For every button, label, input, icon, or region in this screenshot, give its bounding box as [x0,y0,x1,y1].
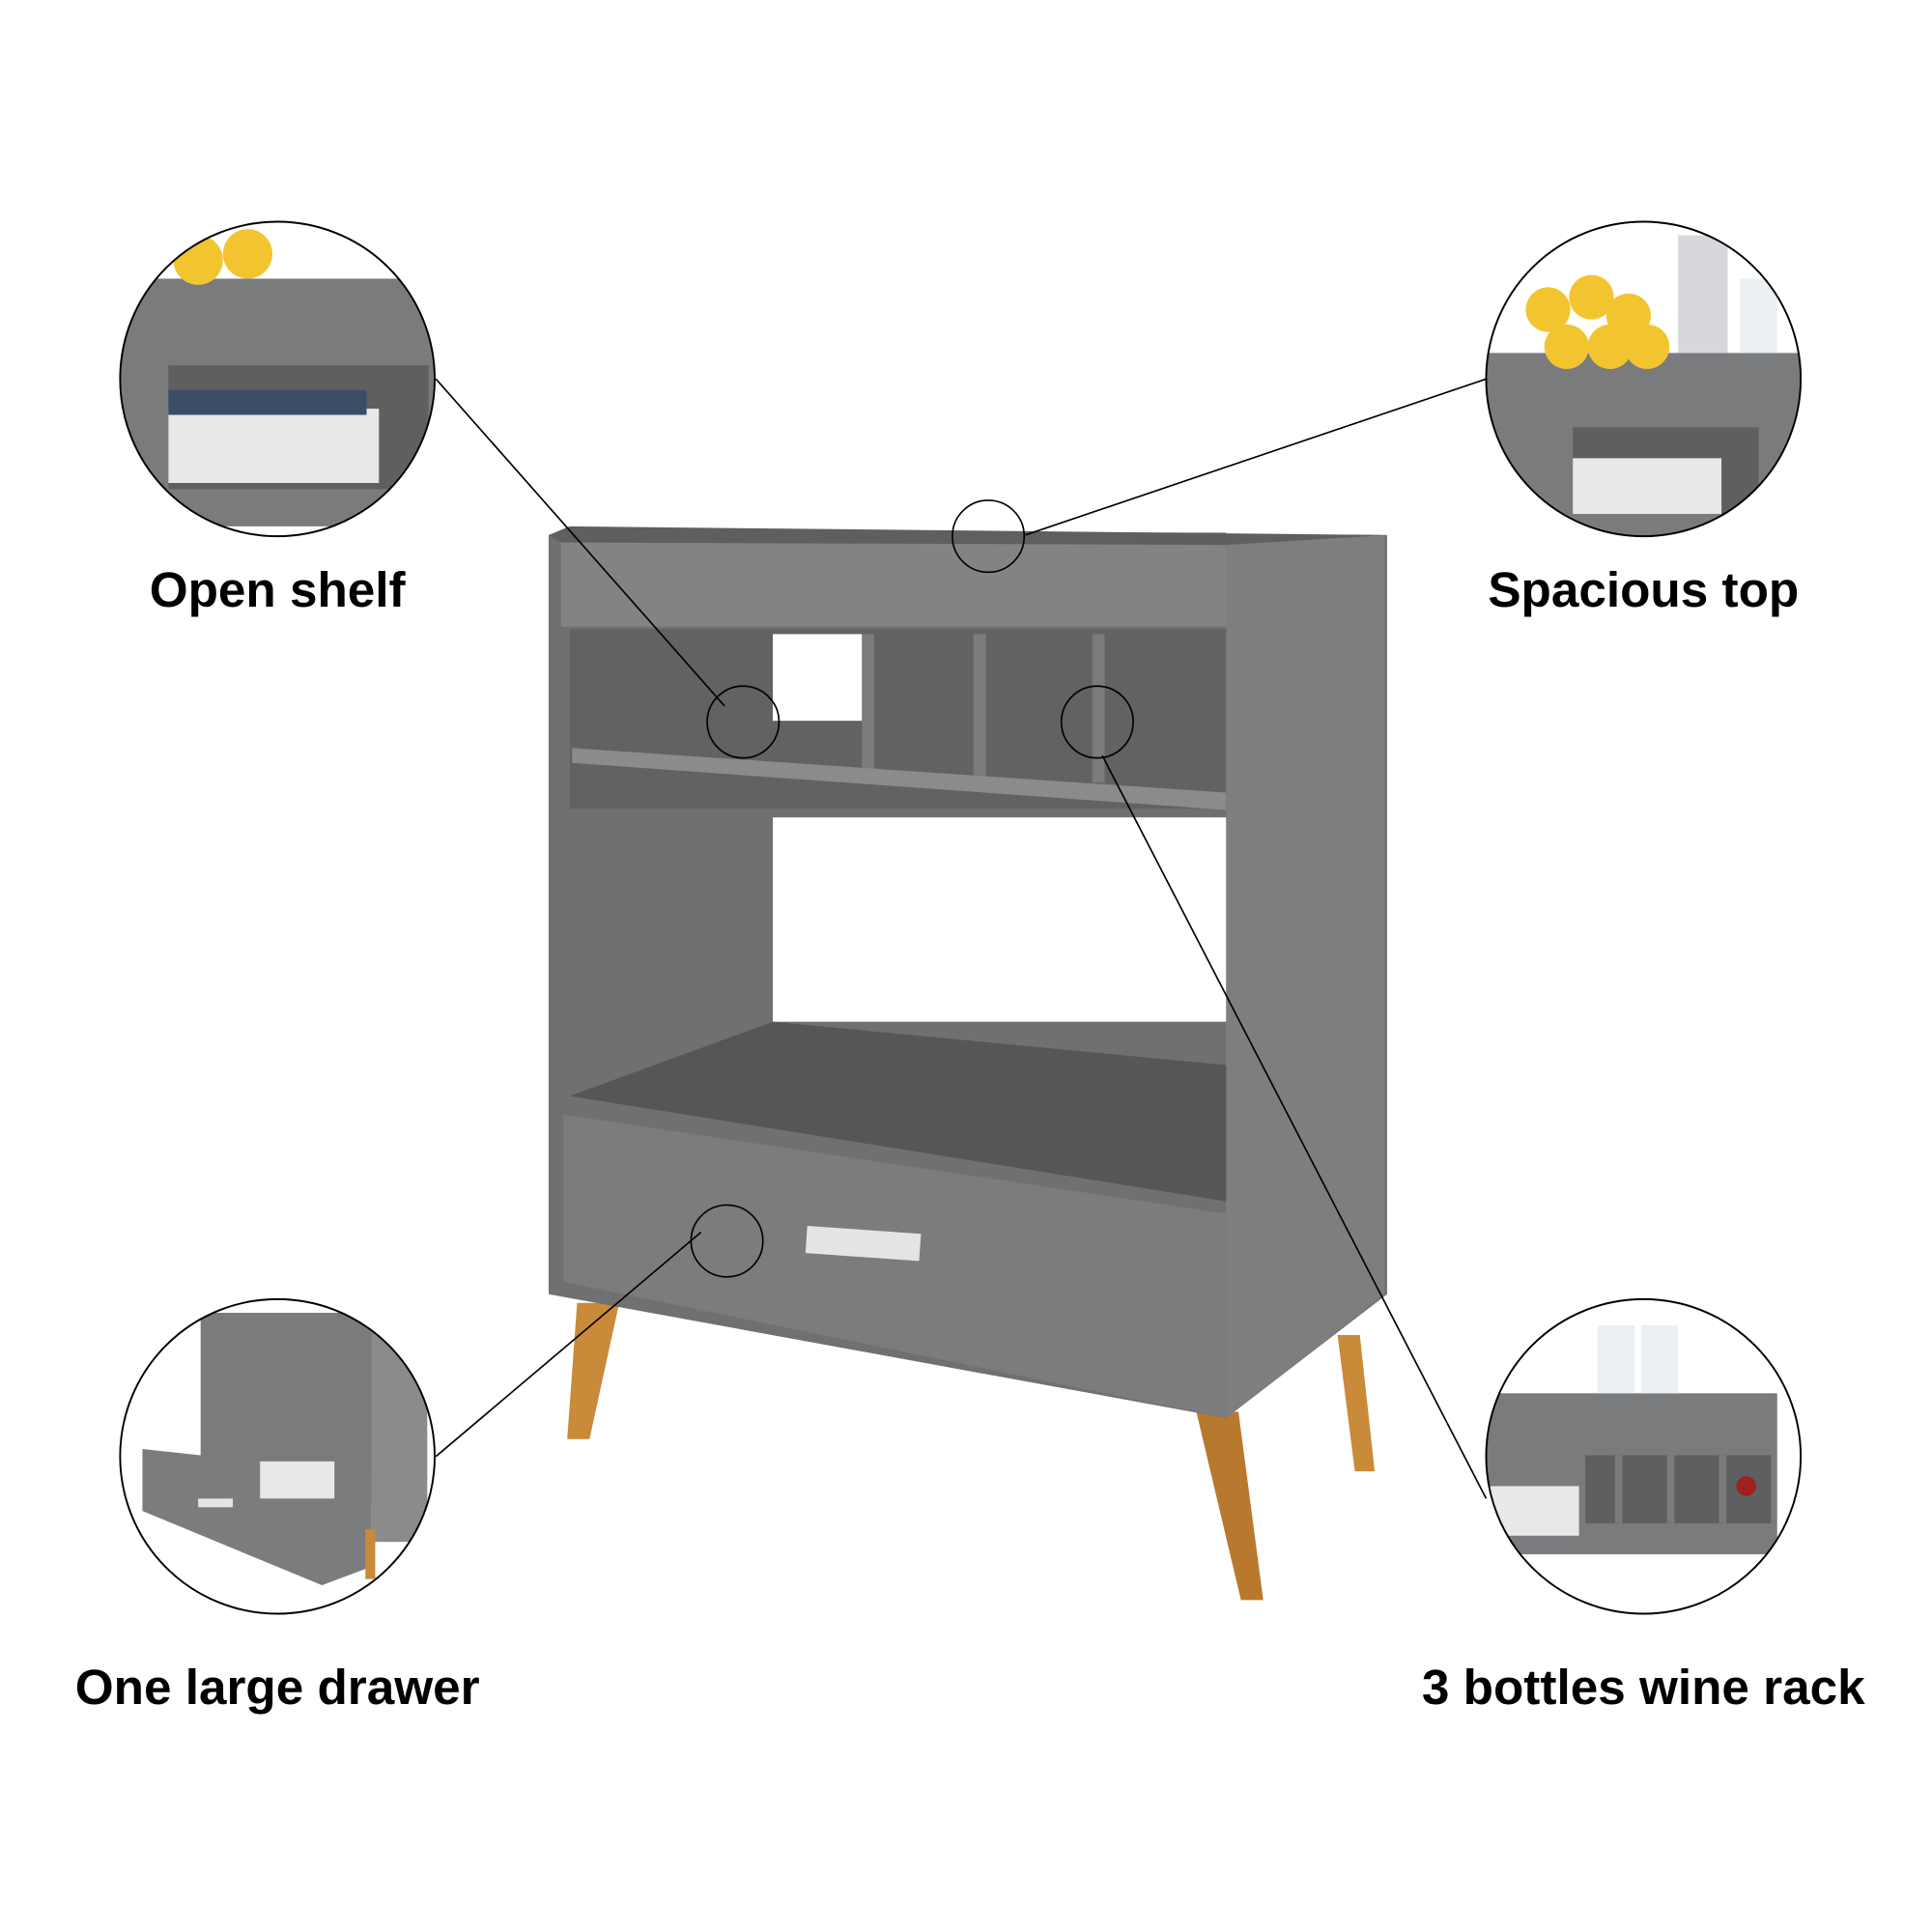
drawer-front [563,1114,1227,1418]
cabinet-leg [1196,1411,1264,1601]
detail-circle-border [119,220,436,538]
detail-wine-rack [1486,1298,1802,1614]
cabinet-leg [1337,1335,1376,1472]
wine-rack-divider [862,634,875,771]
feature-label-large-drawer: One large drawer [75,1660,480,1715]
top-surface [548,526,1387,546]
middle-opening [569,1021,1227,1202]
detail-spacious-top [1486,221,1802,537]
wine-rack-divider [973,634,986,777]
feature-label-spacious-top: Spacious top [1488,562,1799,617]
detail-circle-border [119,1297,436,1615]
detail-open-shelf [120,221,436,537]
callout-lines [435,378,1488,1499]
top-tray [560,532,1227,627]
bar-cabinet [548,526,1387,1601]
wine-rack-divider [1092,634,1105,783]
feature-label-open-shelf: Open shelf [150,562,407,617]
detail-circle-border [1485,220,1803,538]
cabinet-side [1226,534,1385,1418]
drawer-handle[interactable] [805,1225,922,1262]
upper-shelf [572,748,1227,810]
see-through-gap [773,634,863,722]
detail-circle-border [1485,1297,1803,1615]
feature-label-wine-rack: 3 bottles wine rack [1422,1660,1865,1715]
middle-opening-open [773,817,1227,1022]
cabinet-leg [567,1302,620,1439]
